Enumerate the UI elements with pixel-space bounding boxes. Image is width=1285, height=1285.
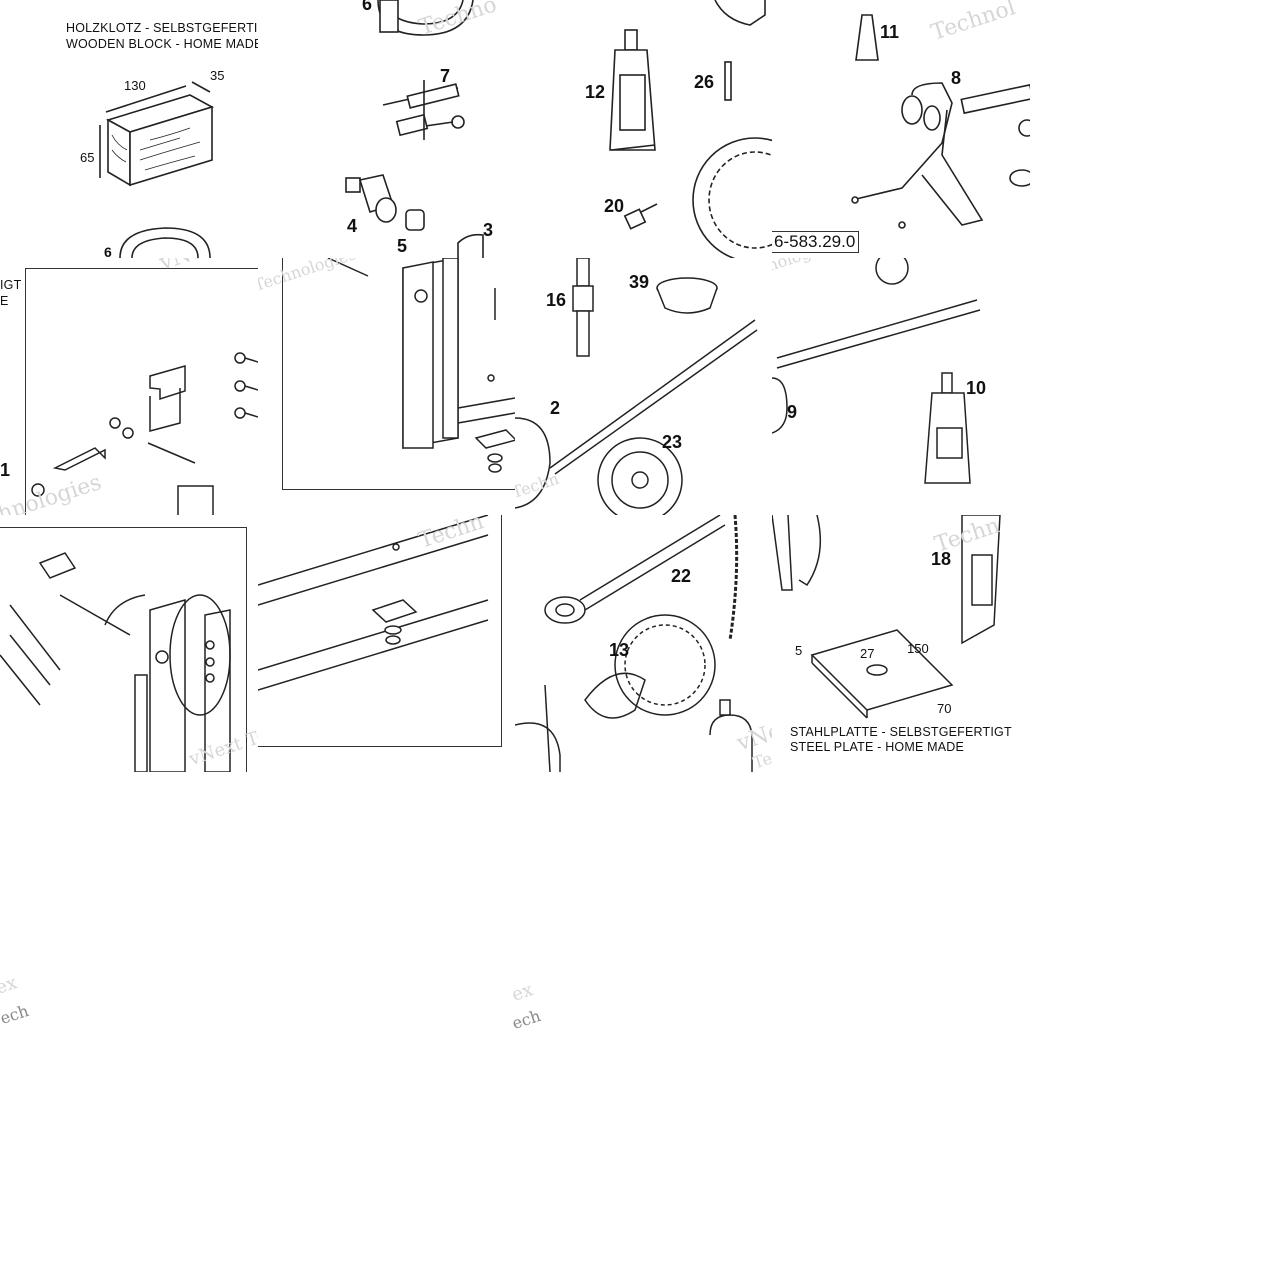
parts-13-15-22-drawing: [515, 515, 753, 772]
tile-stand-frame: Technologies: [258, 258, 515, 515]
plate-caption-en: STEEL PLATE - HOME MADE: [790, 740, 965, 754]
tile-parts-2-16-23-39: 39 16 2 23 Techn vNext: [515, 258, 772, 515]
wood-height-dim: 65: [80, 150, 95, 165]
callout-18: 18: [931, 549, 952, 569]
plate-hole-dim: 27: [860, 646, 875, 661]
watermark-14: ex: [0, 972, 20, 999]
callout-9: 9: [787, 402, 798, 422]
parts-9-10-drawing: [772, 258, 981, 484]
callout-22: 22: [671, 566, 692, 586]
callout-39: 39: [629, 272, 650, 292]
callout-8: 8: [951, 68, 962, 88]
callout-10: 10: [966, 378, 987, 398]
base-frame: [258, 515, 502, 747]
wooden-block-drawing: [99, 81, 215, 258]
assembly-rods-drawing: [0, 552, 231, 772]
fragment-caption-en: E: [0, 294, 9, 308]
tile-frame-base: Techn: [258, 515, 515, 772]
plate-caption-de: STAHLPLATTE - SELBSTGEFERTIGT: [790, 725, 1012, 739]
tile-parts-12-20-26: 12 26 20: [515, 0, 772, 258]
callout-13: 13: [609, 640, 630, 660]
callout-1: 1: [0, 460, 11, 480]
callout-6a: 6: [362, 0, 373, 14]
callout-6b: 6: [104, 244, 112, 258]
parts-12-20-26-drawing: [609, 0, 772, 258]
wood-width-dim: 35: [210, 68, 225, 83]
callout-3: 3: [483, 220, 494, 240]
watermark-16: ex: [509, 979, 536, 1006]
callout-23: 23: [662, 432, 683, 452]
tile-assembly-rods: vNext Te: [0, 515, 258, 772]
plate-length-dim: 150: [907, 641, 929, 656]
tile-parts-8-11: 11 8 6-583.29.0 Technol: [772, 0, 1030, 258]
callout-5: 5: [397, 236, 408, 256]
parts-8-11-drawing: [851, 14, 1030, 229]
callout-2: 2: [550, 398, 561, 418]
callout-7: 7: [440, 66, 451, 86]
wood-caption-de: HOLZKLOTZ - SELBSTGEFERTIG: [66, 21, 258, 35]
assembly-left-drawing: [31, 352, 258, 515]
parts-3-7-drawing: [345, 0, 484, 258]
parts-2-16-23-39-drawing: [515, 258, 758, 515]
wood-length-dim: 130: [124, 78, 146, 93]
assembly-frame: [25, 268, 258, 515]
tile-parts-13-15-22: 15 22 13 vNe Te: [515, 515, 772, 772]
callout-20: 20: [604, 196, 625, 216]
plate-width-dim: 70: [937, 701, 952, 716]
part-number-label: 6-583.29.0: [772, 231, 860, 253]
tile-parts-9-10: 9 10 nologies: [772, 258, 1030, 515]
fragment-caption-de: IGT: [0, 278, 22, 292]
stand-frame-border: [282, 258, 515, 490]
watermark-15: ech: [0, 1001, 31, 1028]
frame-base-drawing: [258, 515, 489, 691]
steel-plate-drawing: [772, 515, 1001, 719]
callout-26: 26: [694, 72, 715, 92]
callout-11: 11: [880, 22, 900, 42]
wood-caption-en: WOODEN BLOCK - HOME MADE: [66, 37, 258, 51]
callout-4: 4: [347, 216, 358, 236]
stand-frame-drawing: [327, 258, 515, 473]
tile-wooden-block: HOLZKLOTZ - SELBSTGEFERTIG WOODEN BLOCK …: [0, 0, 258, 258]
callout-12: 12: [585, 82, 606, 102]
tile-parts-3-7: 6 7 4 5 3 Techno: [258, 0, 515, 258]
plate-thickness-dim: 5: [795, 643, 803, 658]
rods-frame: [0, 527, 247, 772]
callout-16: 16: [546, 290, 567, 310]
tile-assembly-left: IGT E 1 vNext Te hnologies: [0, 258, 258, 515]
watermark-17: ech: [509, 1006, 543, 1033]
tile-steel-plate: 18 5 27 150 70 STAHLPLATTE - SELBSTGEFER…: [772, 515, 1030, 772]
